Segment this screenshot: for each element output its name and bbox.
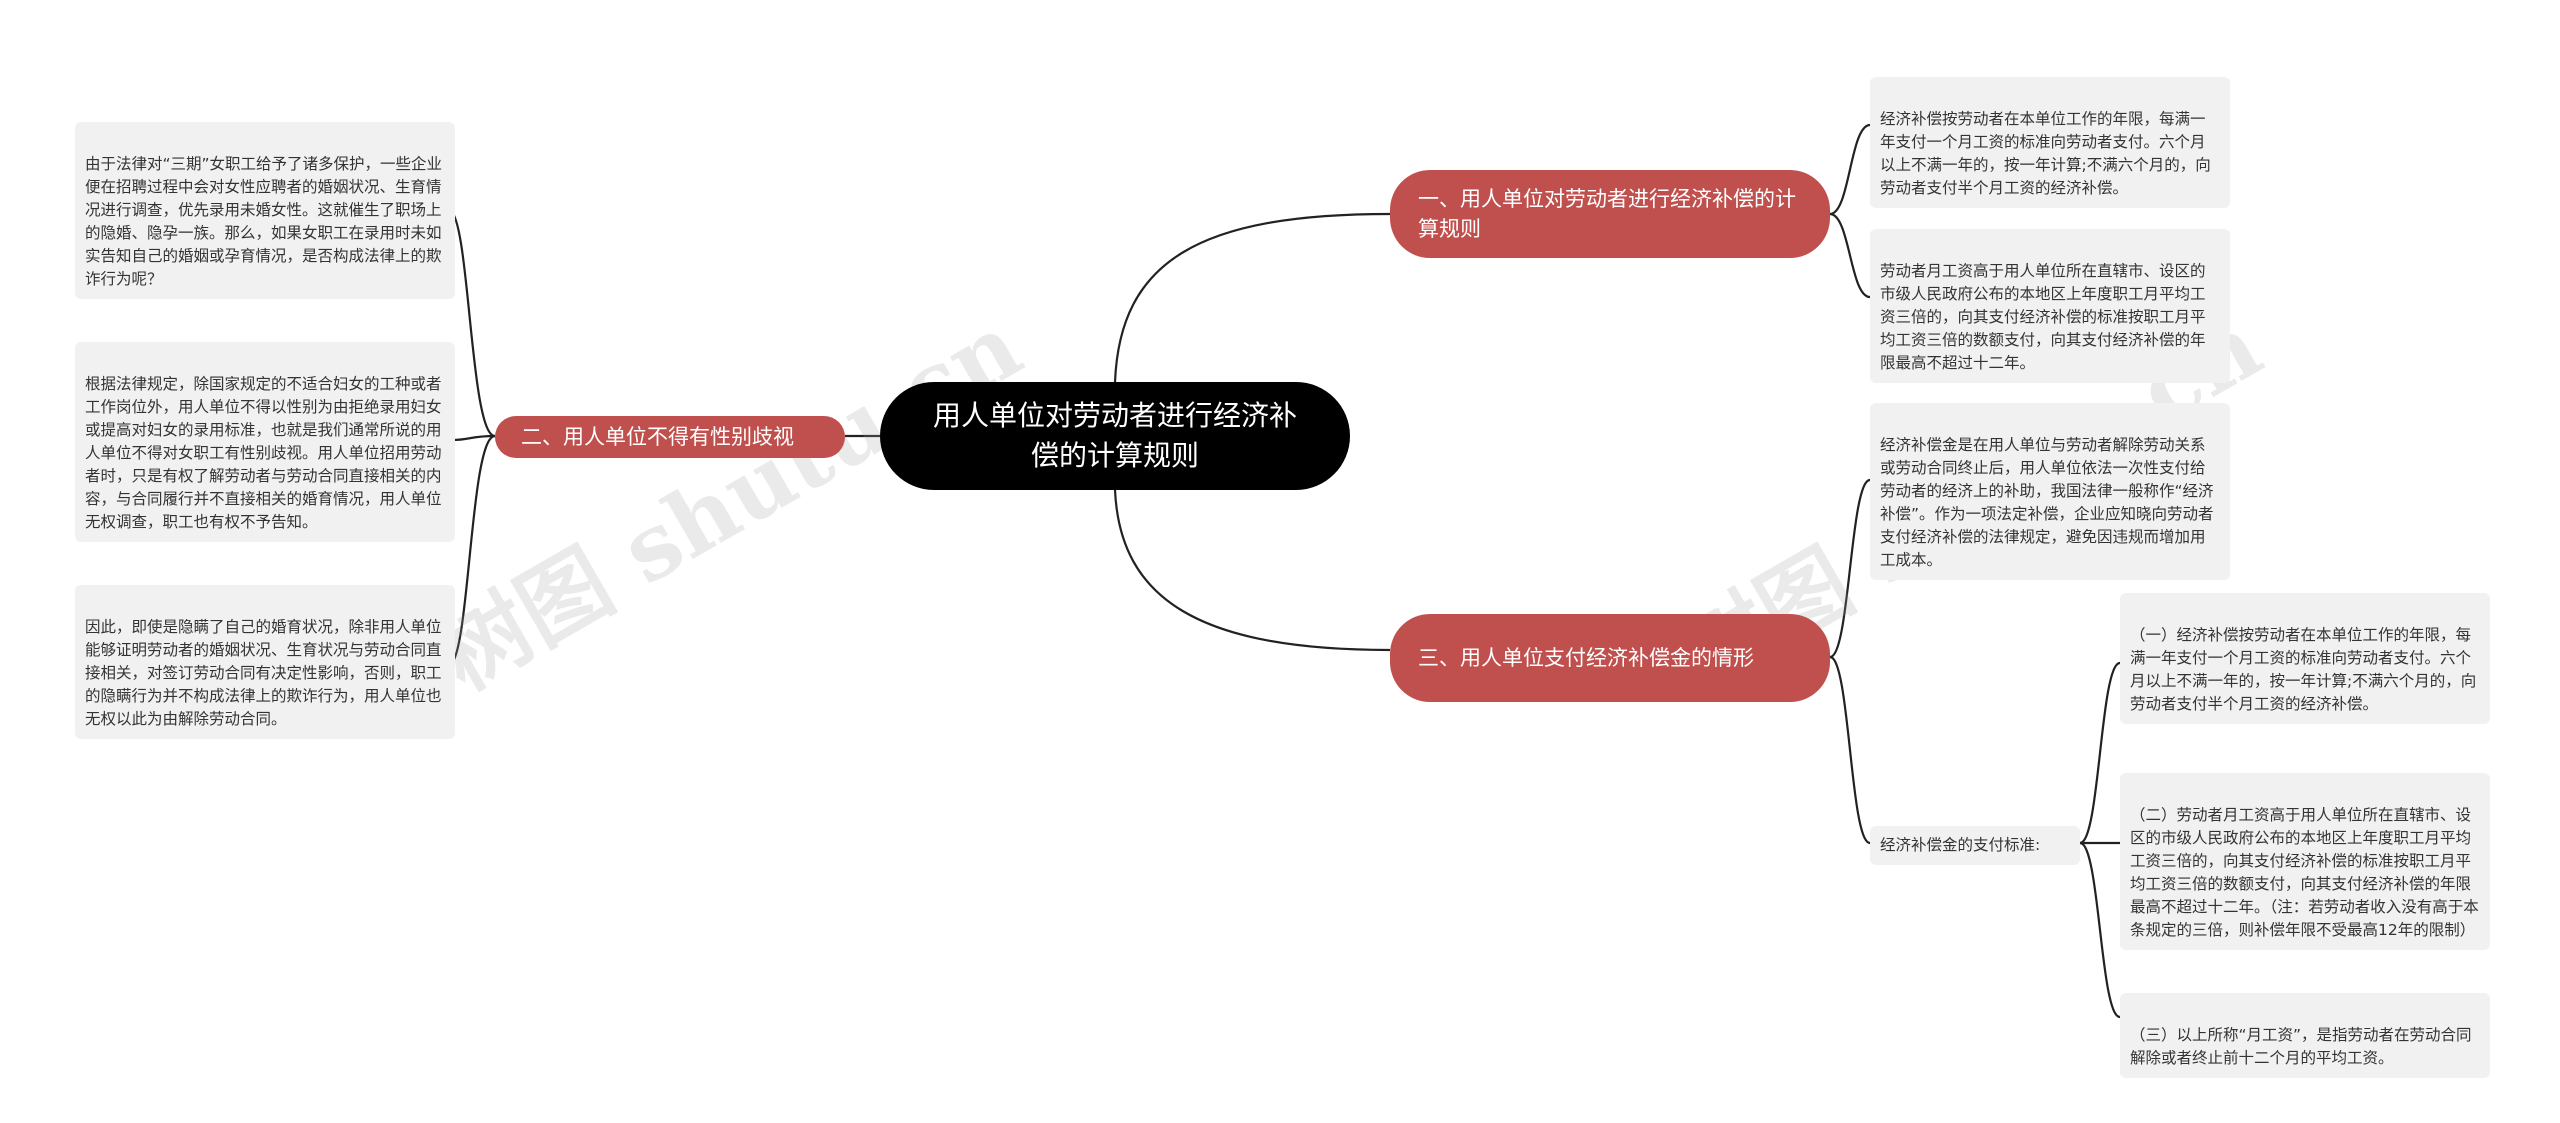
branch-gender-discrimination-label: 二、用人单位不得有性别歧视: [521, 425, 794, 449]
payment-standard-text: 经济补偿金的支付标准:: [1880, 836, 2041, 854]
leaf-text: 由于法律对“三期”女职工给予了诸多保护，一些企业便在招聘过程中会对女性应聘者的婚…: [85, 155, 443, 288]
leaf-standard-one[interactable]: （一）经济补偿按劳动者在本单位工作的年限，每满一年支付一个月工资的标准向劳动者支…: [2120, 593, 2490, 724]
leaf-text: （二）劳动者月工资高于用人单位所在直辖市、设区的市级人民政府公布的本地区上年度职…: [2130, 806, 2479, 939]
leaf-standard-three[interactable]: （三）以上所称“月工资”，是指劳动者在劳动合同解除或者终止前十二个月的平均工资。: [2120, 993, 2490, 1078]
leaf-yearly-compensation-rule[interactable]: 经济补偿按劳动者在本单位工作的年限，每满一年支付一个月工资的标准向劳动者支付。六…: [1870, 77, 2230, 208]
leaf-standard-two[interactable]: （二）劳动者月工资高于用人单位所在直辖市、设区的市级人民政府公布的本地区上年度职…: [2120, 773, 2490, 950]
branch-calculation-rules[interactable]: 一、用人单位对劳动者进行经济补偿的计算规则: [1390, 170, 1830, 258]
leaf-text: （一）经济补偿按劳动者在本单位工作的年限，每满一年支付一个月工资的标准向劳动者支…: [2130, 626, 2477, 713]
leaf-not-fraud-conclusion[interactable]: 因此，即使是隐瞒了自己的婚育状况，除非用人单位能够证明劳动者的婚姻状况、生育状况…: [75, 585, 455, 739]
payment-standard-label[interactable]: 经济补偿金的支付标准:: [1870, 826, 2080, 865]
leaf-salary-cap-rule[interactable]: 劳动者月工资高于用人单位所在直辖市、设区的市级人民政府公布的本地区上年度职工月平…: [1870, 229, 2230, 383]
central-topic[interactable]: 用人单位对劳动者进行经济补偿的计算规则: [880, 382, 1350, 490]
leaf-text: 根据法律规定，除国家规定的不适合妇女的工种或者工作岗位外，用人单位不得以性别为由…: [85, 375, 442, 531]
leaf-text: （三）以上所称“月工资”，是指劳动者在劳动合同解除或者终止前十二个月的平均工资。: [2130, 1026, 2472, 1067]
leaf-text: 经济补偿按劳动者在本单位工作的年限，每满一年支付一个月工资的标准向劳动者支付。六…: [1880, 110, 2211, 197]
leaf-three-periods-question[interactable]: 由于法律对“三期”女职工给予了诸多保护，一些企业便在招聘过程中会对女性应聘者的婚…: [75, 122, 455, 299]
leaf-text: 经济补偿金是在用人单位与劳动者解除劳动关系或劳动合同终止后，用人单位依法一次性支…: [1880, 436, 2214, 569]
leaf-legal-provisions[interactable]: 根据法律规定，除国家规定的不适合妇女的工种或者工作岗位外，用人单位不得以性别为由…: [75, 342, 455, 542]
leaf-compensation-definition[interactable]: 经济补偿金是在用人单位与劳动者解除劳动关系或劳动合同终止后，用人单位依法一次性支…: [1870, 403, 2230, 580]
leaf-text: 因此，即使是隐瞒了自己的婚育状况，除非用人单位能够证明劳动者的婚姻状况、生育状况…: [85, 618, 442, 728]
branch-payment-circumstances[interactable]: 三、用人单位支付经济补偿金的情形: [1390, 614, 1830, 702]
branch-calculation-rules-label: 一、用人单位对劳动者进行经济补偿的计算规则: [1418, 187, 1796, 241]
central-topic-label: 用人单位对劳动者进行经济补偿的计算规则: [932, 399, 1297, 472]
branch-gender-discrimination[interactable]: 二、用人单位不得有性别歧视: [495, 416, 845, 458]
leaf-text: 劳动者月工资高于用人单位所在直辖市、设区的市级人民政府公布的本地区上年度职工月平…: [1880, 262, 2206, 372]
branch-payment-circumstances-label: 三、用人单位支付经济补偿金的情形: [1418, 646, 1754, 670]
